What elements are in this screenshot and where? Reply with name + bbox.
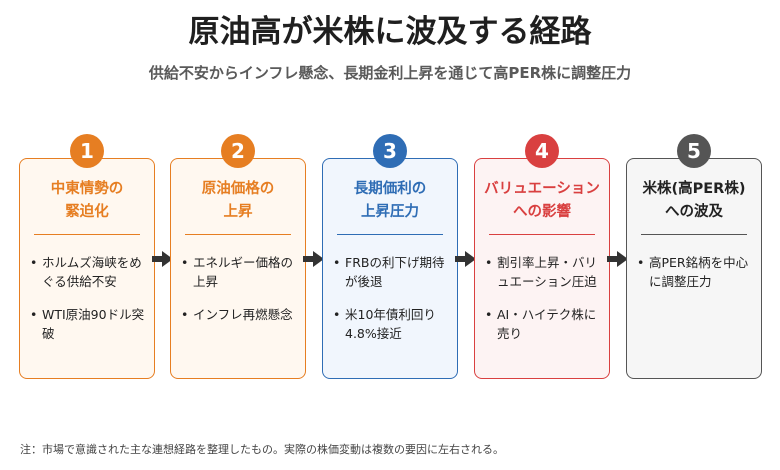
step-title: 長期価利の上昇圧力 (323, 178, 457, 224)
step-title: 米株(高PER株) への波及 (627, 178, 761, 224)
step-title-line-1: 米株(高PER株) (642, 181, 746, 197)
step-card-2: 原油価格の上昇エネルギー価格の上昇インフレ再燃懸念 (170, 158, 306, 379)
step-divider (185, 234, 291, 235)
step-title-line-1: 中東情勢の (50, 181, 124, 197)
step-card-1: 中東情勢の緊迫化ホルムズ海峡をめぐる供給不安 WTI原油90ドル突破 (19, 158, 155, 379)
step-bullet-list: ホルムズ海峡をめぐる供給不安 WTI原油90ドル突破 (30, 253, 148, 357)
step-bullet: インフレ再燃懸念 (181, 305, 299, 324)
step-title-line-2: 緊迫化 (65, 204, 109, 220)
flow-arrow-icon (455, 251, 476, 267)
step-divider (34, 234, 140, 235)
step-bullet-list: FRBの利下げ期待が後退米10年債利回り4.8%接近 (333, 253, 451, 357)
step-title-line-2: 上昇 (223, 204, 253, 220)
step-bullet: 割引率上昇・バリュエーション圧迫 (485, 253, 603, 291)
step-title: 原油価格の上昇 (171, 178, 305, 224)
step-number-badge: 5 (677, 134, 711, 168)
step-title-line-2: 上昇圧力 (361, 204, 419, 220)
step-number-badge: 2 (221, 134, 255, 168)
step-card-5: 米株(高PER株) への波及高PER銘柄を中心に調整圧力 (626, 158, 762, 379)
step-number-badge: 1 (70, 134, 104, 168)
footnote: 注：市場で意識された主な連想経路を整理したもの。実際の株価変動は複数の要因に左右… (20, 443, 504, 456)
step-card-4: バリュエーションへの影響割引率上昇・バリュエーション圧迫 AI・ハイテク株に売り (474, 158, 610, 379)
step-bullet: ホルムズ海峡をめぐる供給不安 (30, 253, 148, 291)
page-subtitle: 供給不安からインフレ懸念、長期金利上昇を通じて高PER株に調整圧力 (148, 64, 632, 82)
step-title: バリュエーションへの影響 (475, 178, 609, 224)
flow-arrow-icon (607, 251, 628, 267)
step-divider (641, 234, 747, 235)
step-title: 中東情勢の緊迫化 (20, 178, 154, 224)
step-bullet: AI・ハイテク株に売り (485, 305, 603, 343)
step-title-line-2: への波及 (665, 204, 723, 220)
flow-arrow-icon (151, 251, 173, 267)
step-bullet: 高PER銘柄を中心に調整圧力 (637, 253, 755, 291)
step-number-badge: 3 (373, 134, 407, 168)
step-title-line-1: 長期価利の (353, 181, 427, 197)
step-title-line-1: バリュエーション (484, 181, 600, 197)
step-title-line-2: への影響 (513, 204, 571, 220)
step-bullet: WTI原油90ドル突破 (30, 305, 148, 343)
step-divider (337, 234, 443, 235)
step-title-line-1: 原油価格の (201, 181, 275, 197)
step-bullet: 米10年債利回り4.8%接近 (333, 305, 451, 343)
page-title: 原油高が米株に波及する経路 (188, 14, 592, 50)
step-divider (489, 234, 595, 235)
step-bullet-list: エネルギー価格の上昇インフレ再燃懸念 (181, 253, 299, 338)
step-bullet: エネルギー価格の上昇 (181, 253, 299, 291)
step-bullet: FRBの利下げ期待が後退 (333, 253, 451, 291)
step-bullet-list: 高PER銘柄を中心に調整圧力 (637, 253, 755, 305)
step-number-badge: 4 (525, 134, 559, 168)
flow-arrow-icon (303, 251, 324, 267)
step-bullet-list: 割引率上昇・バリュエーション圧迫 AI・ハイテク株に売り (485, 253, 603, 357)
